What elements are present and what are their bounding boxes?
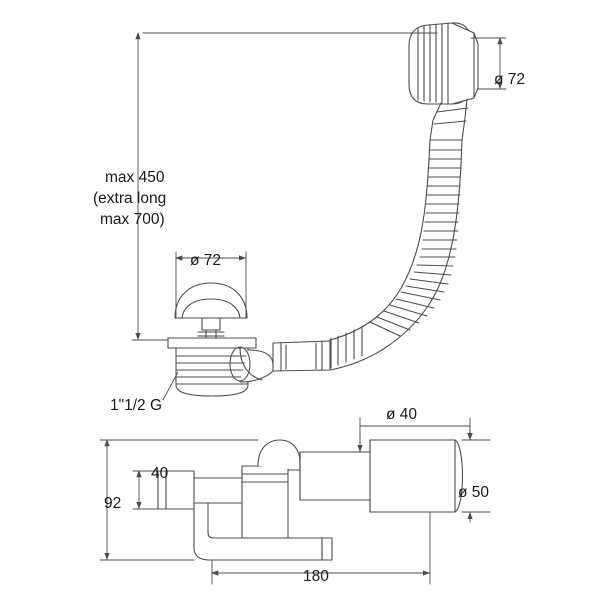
dimension-height-92 (99, 439, 259, 561)
dimension-length-180 (211, 511, 431, 585)
label-max-length-line2: (extra long (93, 190, 166, 207)
flexible-overflow-hose (329, 139, 463, 371)
label-pipe-diameter-50: ø 50 (458, 484, 489, 501)
waste-body-assembly (167, 337, 274, 397)
label-length-180: 180 (303, 568, 329, 585)
label-height-92: 92 (104, 495, 121, 512)
label-max-length-line1: max 450 (105, 169, 165, 186)
label-overflow-diameter: ø 72 (494, 71, 525, 88)
bottom-side-view (157, 439, 464, 561)
overflow-cover-assembly (408, 22, 479, 141)
label-pipe-diameter-40: ø 40 (386, 406, 417, 423)
label-height-40: 40 (151, 465, 169, 482)
label-thread-size: 1"1/2 G (110, 397, 162, 414)
label-waste-diameter: ø 72 (190, 252, 221, 269)
dimension-pipe-diameter-50 (461, 429, 491, 523)
dimension-height-40 (132, 470, 159, 510)
horizontal-connector-pipe (272, 340, 331, 372)
dimension-max-length (131, 32, 438, 341)
leader-thread-size (162, 371, 179, 401)
dimension-waste-diameter (175, 251, 247, 319)
waste-plug-cover (174, 282, 248, 339)
dimension-pipe-diameter-40 (357, 417, 473, 453)
dimension-overflow-diameter (470, 37, 507, 90)
label-max-length-line3: max 700) (100, 211, 165, 228)
